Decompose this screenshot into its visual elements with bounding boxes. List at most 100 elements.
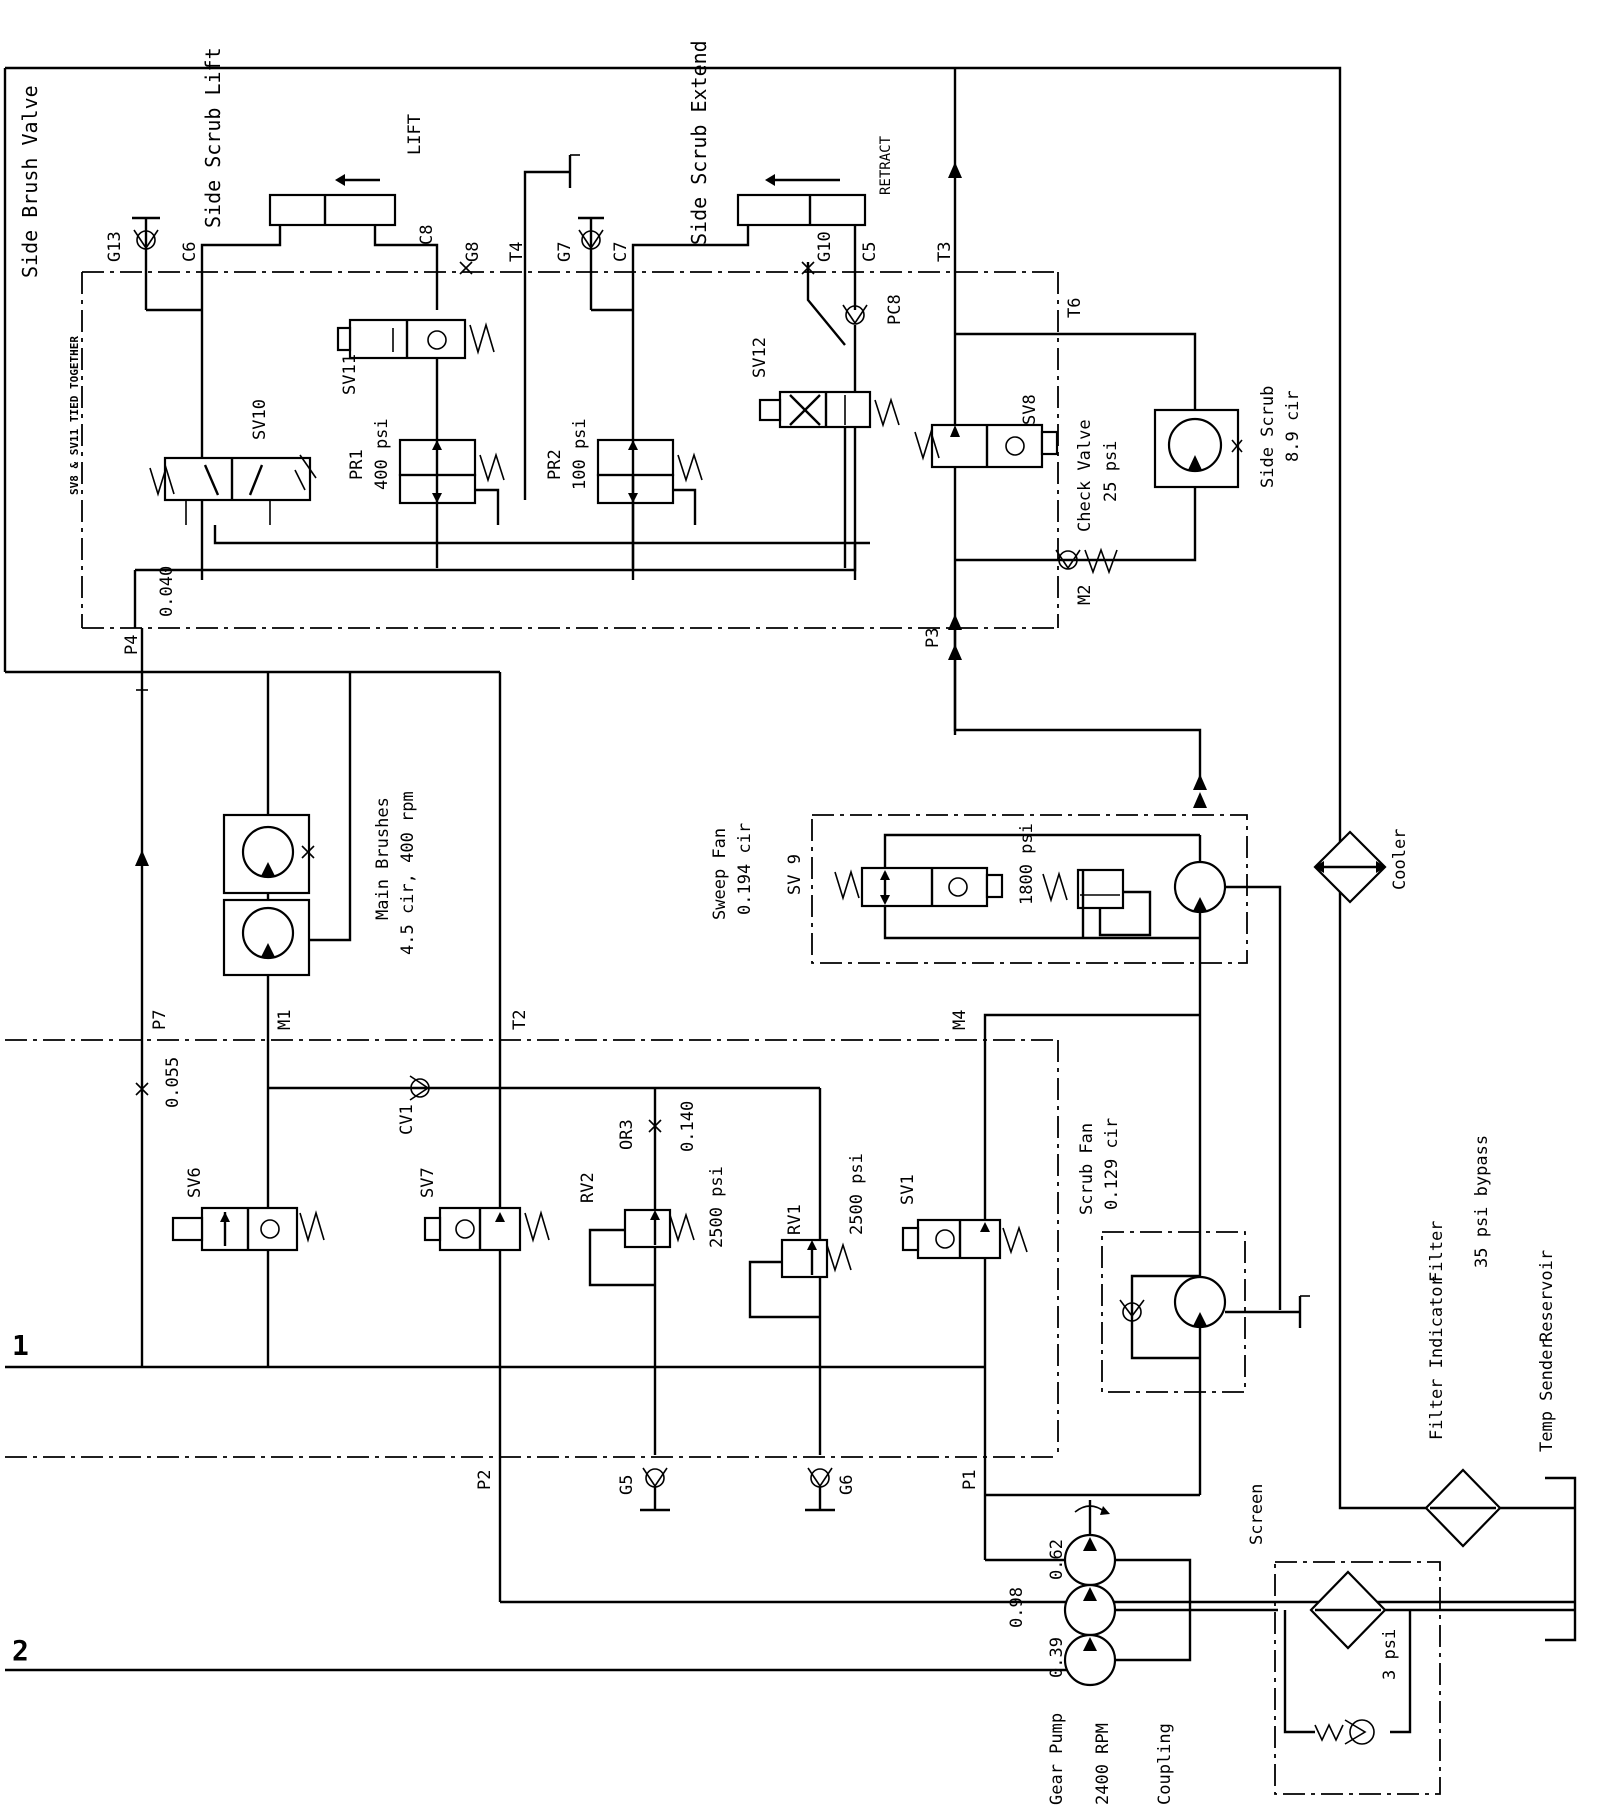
label-side-scrub: Side Scrub	[1258, 386, 1278, 488]
label-orifice-or3: 0.140	[678, 1101, 698, 1152]
valve-pr1	[398, 438, 505, 568]
label-rv2: RV2	[578, 1172, 598, 1203]
label-check-valve: Check Valve	[1075, 419, 1095, 532]
valve-sv10	[149, 454, 317, 525]
label-pr2: PR2	[545, 449, 565, 480]
label-sv6: SV6	[185, 1167, 205, 1198]
label-m2: M2	[1075, 585, 1095, 605]
label-g10: G10	[815, 231, 835, 262]
label-c7: C7	[611, 242, 631, 262]
p3-line	[948, 628, 1207, 808]
label-cooler: Cooler	[1390, 829, 1410, 890]
side-scrub-lift-cylinder	[200, 174, 439, 580]
label-temp-sender: Temp Sender	[1537, 1339, 1557, 1452]
label-t6: T6	[1065, 298, 1085, 318]
label-t3: T3	[935, 242, 955, 262]
label-c5: C5	[860, 242, 880, 262]
cv1-line	[268, 1075, 822, 1257]
label-orifice-p7: 0.055	[163, 1057, 183, 1108]
label-sv7: SV7	[418, 1167, 438, 1198]
label-line-1: 1	[12, 1329, 29, 1362]
label-filter-indicator: Filter Indicator	[1427, 1276, 1447, 1440]
filter-indicator	[1424, 1468, 1502, 1548]
label-m4: M4	[950, 1010, 970, 1030]
pc8-check	[806, 262, 868, 580]
label-filter: Filter	[1427, 1221, 1447, 1282]
label-g8: G8	[463, 242, 483, 262]
side-scrub-extend-cylinder	[631, 174, 867, 580]
label-pump-062: 0.62	[1047, 1539, 1067, 1580]
label-sv8: SV8	[1020, 394, 1040, 425]
label-sv1: SV1	[898, 1174, 918, 1205]
label-reservoir: Reservoir	[1537, 1250, 1557, 1342]
tank-symbol	[523, 154, 580, 500]
screen-block	[1274, 1561, 1575, 1795]
label-g13: G13	[105, 231, 125, 262]
scrub-fan-block	[1101, 1015, 1310, 1495]
main-brushes-motors	[222, 672, 352, 1367]
gauge-port-g13	[132, 216, 202, 312]
label-p1: P1	[960, 1470, 980, 1490]
lower-manifold	[5, 1039, 1059, 1458]
label-sv11: SV11	[340, 354, 360, 395]
label-t4: T4	[507, 242, 527, 262]
label-rv2-psi: 2500 psi	[707, 1166, 727, 1248]
label-m1: M1	[275, 1010, 295, 1030]
label-c6: C6	[180, 242, 200, 262]
label-orifice-p4: 0.040	[157, 566, 177, 617]
valve-rv2	[588, 1208, 695, 1512]
label-g7: G7	[555, 242, 575, 262]
label-pc8: PC8	[885, 294, 905, 325]
label-sweep-fan: Sweep Fan	[710, 828, 730, 920]
label-or3: OR3	[617, 1119, 637, 1150]
label-main-brushes: Main Brushes	[373, 797, 393, 920]
label-p2: P2	[475, 1470, 495, 1490]
label-scrub-fan: Scrub Fan	[1077, 1123, 1097, 1215]
label-retract: RETRACT	[878, 135, 894, 195]
label-sv8-sv11-tied: SV8 & SV11 TIED TOGETHER	[68, 336, 81, 495]
manifold-rails	[133, 525, 870, 628]
valve-sv6	[171, 1206, 325, 1252]
label-side-brush-valve: Side Brush Valve	[18, 85, 42, 278]
label-check-valve-psi: 25 psi	[1101, 441, 1121, 502]
sweep-fan-block	[811, 814, 1282, 1310]
label-t2: T2	[510, 1010, 530, 1030]
label-rv1: RV1	[785, 1204, 805, 1235]
label-g5: G5	[617, 1475, 637, 1495]
label-sv10: SV10	[250, 399, 270, 440]
label-bypass: 35 psi bypass	[1472, 1135, 1492, 1268]
label-side-scrub-lift: Side Scrub Lift	[201, 47, 225, 228]
labels: Side Brush Valve Side Scrub Lift LIFT Si…	[12, 40, 1557, 1805]
valve-sv7	[423, 1206, 550, 1252]
label-side-scrub-extend: Side Scrub Extend	[687, 40, 711, 245]
label-p3: P3	[923, 628, 943, 648]
label-pr1-psi: 400 psi	[372, 418, 392, 490]
side-scrub-motor	[1153, 408, 1243, 489]
label-scrub-fan-cir: 0.129 cir	[1102, 1118, 1122, 1210]
label-side-scrub-cir: 8.9 cir	[1283, 390, 1303, 462]
gear-pump	[985, 1500, 1278, 1687]
label-main-brushes-spec: 4.5 cir, 400 rpm	[398, 791, 418, 955]
valve-rv1	[748, 1238, 852, 1512]
cooler	[1313, 830, 1387, 904]
gauge-port-g7	[578, 216, 633, 312]
label-screen-psi: 3 psi	[1380, 1629, 1400, 1680]
label-pump-039: 0.39	[1047, 1637, 1067, 1678]
label-c8: C8	[417, 225, 437, 245]
valve-pr2	[596, 438, 703, 568]
label-line-2: 2	[12, 1634, 29, 1667]
upper-manifold	[81, 271, 1059, 629]
label-cv1: CV1	[397, 1104, 417, 1135]
label-p7: P7	[150, 1010, 170, 1030]
label-sv12: SV12	[750, 337, 770, 378]
label-coupling: Coupling	[1155, 1723, 1175, 1805]
label-pump-098: 0.98	[1007, 1587, 1027, 1628]
label-screen: Screen	[1247, 1484, 1267, 1545]
label-rv1-psi: 2500 psi	[847, 1153, 867, 1235]
label-p4: P4	[122, 635, 142, 655]
p7-line	[135, 628, 149, 1367]
valve-sv11	[336, 318, 495, 440]
circuit-lines	[5, 1365, 1200, 1672]
valve-sv12	[758, 390, 900, 568]
